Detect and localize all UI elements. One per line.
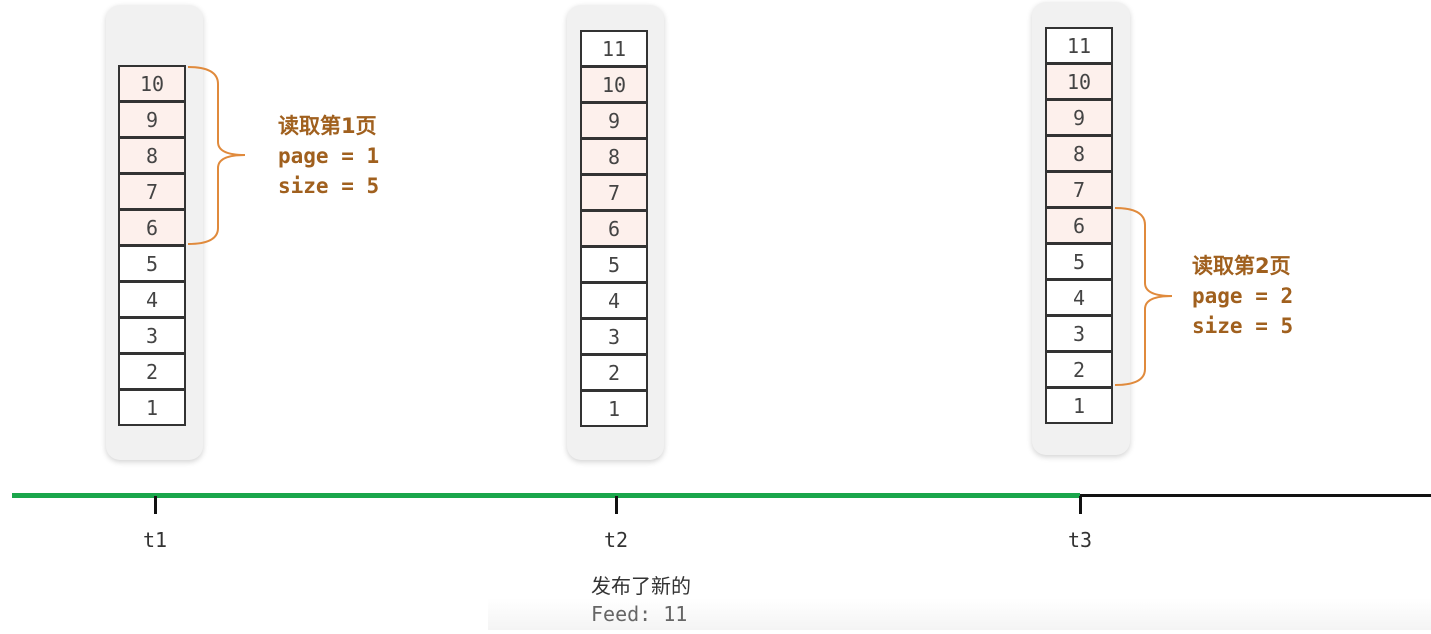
tick-t2 (615, 496, 618, 514)
time-label-t2: t2 (603, 528, 629, 552)
feed-item: 4 (120, 283, 184, 316)
feed-item: 3 (1047, 317, 1111, 350)
feed-item: 7 (120, 175, 184, 208)
feed-item: 8 (582, 140, 646, 173)
feed-item: 6 (1047, 209, 1111, 242)
note-page: page = 1 (278, 144, 380, 168)
feed-item: 7 (582, 176, 646, 209)
feed-item: 6 (582, 212, 646, 245)
feed-item: 10 (1047, 65, 1111, 98)
feed-item: 1 (120, 391, 184, 424)
feed-item: 6 (120, 211, 184, 244)
feed-item: 9 (582, 104, 646, 137)
feed-item: 9 (120, 103, 184, 136)
feed-item: 3 (582, 320, 646, 353)
time-label-t3: t3 (1067, 528, 1093, 552)
note-size: size = 5 (278, 174, 380, 198)
feed-item: 2 (120, 355, 184, 388)
feed-item: 1 (582, 392, 646, 425)
feed-item: 1 (1047, 389, 1111, 422)
feed-item: 8 (120, 139, 184, 172)
caption-line-1: 发布了新的 (591, 574, 691, 598)
note-size: size = 5 (1192, 314, 1294, 338)
note-page: page = 2 (1192, 284, 1294, 308)
feed-item: 4 (582, 284, 646, 317)
tick-t1 (154, 496, 157, 514)
note-title: 读取第2页 (1192, 254, 1291, 278)
timeline-future (1080, 494, 1431, 497)
timeline-elapsed (12, 493, 1080, 498)
caption-line-2: Feed: 11 (591, 602, 688, 626)
feed-item: 9 (1047, 101, 1111, 134)
feed-item: 8 (1047, 137, 1111, 170)
feed-item: 11 (1047, 29, 1111, 62)
caption-background (488, 598, 1431, 630)
feed-item: 7 (1047, 173, 1111, 206)
page-1-note: 读取第1页 page = 1 size = 5 (278, 111, 379, 201)
feed-item: 11 (582, 32, 646, 65)
feed-item: 3 (120, 319, 184, 352)
brace-page-1 (187, 66, 246, 245)
feed-item: 10 (120, 67, 184, 100)
feed-item: 5 (120, 247, 184, 280)
feed-item: 4 (1047, 281, 1111, 314)
note-title: 读取第1页 (278, 114, 377, 138)
feed-item: 2 (1047, 353, 1111, 386)
feed-item: 5 (582, 248, 646, 281)
feed-item: 5 (1047, 245, 1111, 278)
feed-item: 10 (582, 68, 646, 101)
page-2-note: 读取第2页 page = 2 size = 5 (1192, 251, 1293, 341)
tick-t3 (1079, 496, 1082, 514)
feed-item: 2 (582, 356, 646, 389)
time-label-t1: t1 (142, 528, 168, 552)
brace-page-2 (1114, 207, 1173, 386)
